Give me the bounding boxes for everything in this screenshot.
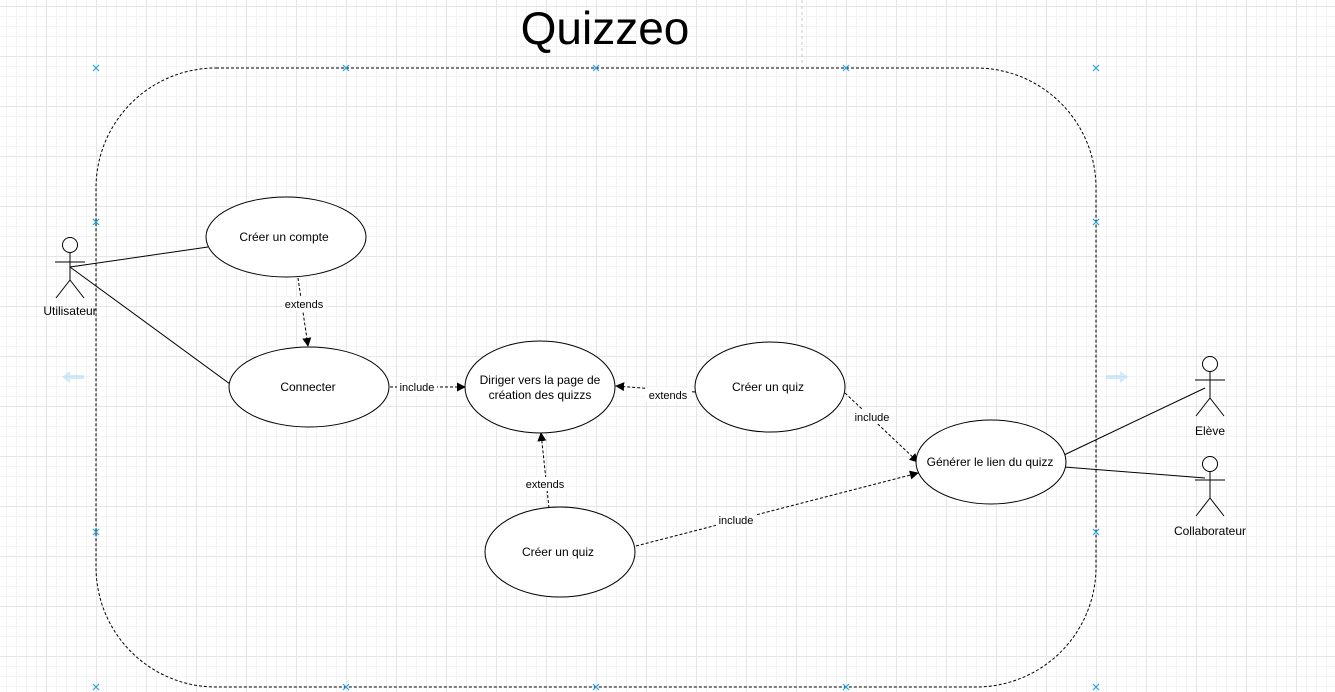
assoc-generer-collaborateur[interactable]: [1063, 466, 1206, 479]
assoc-utilisateur-connecter[interactable]: [69, 266, 231, 385]
handle-b1: [342, 683, 350, 691]
handle-br: [1092, 683, 1100, 691]
edge-label-quizright-diriger: extends: [649, 390, 688, 402]
edge-label-quizbottom-diriger: extends: [526, 479, 565, 491]
stick-figure-icon: [55, 237, 85, 299]
actor-collaborateur[interactable]: Collaborateur: [1174, 456, 1246, 539]
resize-arrow-right-icon[interactable]: [1106, 371, 1128, 383]
edge-compte-connecter[interactable]: [297, 277, 312, 347]
handle-t1: [342, 64, 350, 72]
usecase-creer-quiz-right-label: Créer un quiz: [732, 380, 804, 394]
usecase-creer-quiz-bottom[interactable]: Créer un quiz: [484, 506, 636, 598]
usecase-generer-lien[interactable]: Générer le lien du quizz: [915, 419, 1067, 505]
usecase-generer-lien-label: Générer le lien du quizz: [927, 455, 1054, 469]
handle-tl: [92, 64, 100, 72]
assoc-generer-eleve[interactable]: [1063, 387, 1206, 456]
handle-r2: [1092, 528, 1100, 536]
edge-quizright-generer[interactable]: [844, 392, 919, 463]
handle-l2: [92, 528, 100, 536]
usecase-creer-quiz-right[interactable]: Créer un quiz: [694, 341, 846, 433]
usecase-creer-compte[interactable]: Créer un compte: [205, 196, 367, 278]
edge-quizbottom-diriger[interactable]: [537, 432, 550, 509]
usecase-diriger-label-line1: Diriger vers la page de: [480, 373, 601, 387]
edge-label-connecter-diriger: include: [400, 382, 435, 394]
handle-t3: [842, 64, 850, 72]
actor-eleve-label: Elève: [1195, 424, 1225, 438]
usecase-connecter-label: Connecter: [280, 380, 335, 394]
usecase-connecter[interactable]: Connecter: [228, 346, 390, 428]
handle-t2: [592, 64, 600, 72]
handle-bl: [92, 683, 100, 691]
handle-b2: [592, 683, 600, 691]
usecase-creer-quiz-bottom-label: Créer un quiz: [522, 545, 594, 559]
resize-arrow-left-icon[interactable]: [62, 371, 84, 383]
assoc-utilisateur-compte[interactable]: [69, 246, 209, 268]
usecase-creer-compte-label: Créer un compte: [239, 230, 329, 244]
stick-figure-icon: [1195, 456, 1225, 517]
handle-l1: [92, 218, 100, 226]
handle-tr: [1092, 64, 1100, 72]
edge-label-quizright-generer: include: [855, 412, 890, 424]
usecase-diriger[interactable]: Diriger vers la page de création des qui…: [464, 340, 616, 434]
actor-utilisateur-label: Utilisateur: [43, 304, 96, 318]
actor-utilisateur[interactable]: Utilisateur: [43, 237, 97, 319]
stick-figure-icon: [1195, 356, 1225, 417]
edge-label-quizbottom-generer: include: [719, 515, 754, 527]
handle-r1: [1092, 218, 1100, 226]
edge-quizright-diriger[interactable]: [615, 382, 696, 393]
edge-quizbottom-generer[interactable]: [635, 470, 919, 547]
actor-collaborateur-label: Collaborateur: [1174, 524, 1246, 538]
edge-label-compte-connecter: extends: [285, 299, 324, 311]
diagram-title: Quizzeo: [521, 2, 690, 54]
actor-eleve[interactable]: Elève: [1195, 356, 1225, 439]
handle-b3: [842, 683, 850, 691]
selection-handles: [92, 64, 1100, 691]
usecase-diriger-label-line2: création des quizzs: [489, 388, 592, 402]
